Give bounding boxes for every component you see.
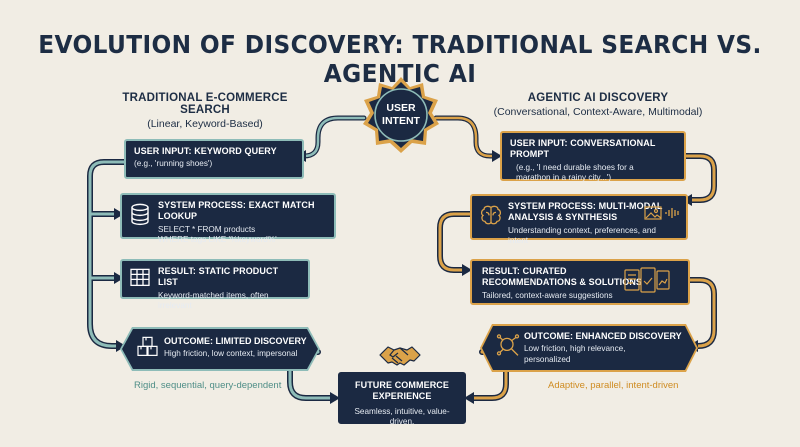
left-column-header: TRADITIONAL E-COMMERCE SEARCH (Linear, K… bbox=[105, 92, 305, 130]
user-intent-line2: INTENT bbox=[382, 114, 420, 127]
right-subheading: (Conversational, Context-Aware, Multimod… bbox=[493, 106, 703, 118]
right-input-line2: marathon in a rainy city...') bbox=[516, 172, 612, 182]
table-icon bbox=[130, 268, 150, 289]
image-icon bbox=[644, 206, 662, 223]
star-badge-icon bbox=[363, 77, 439, 153]
database-icon bbox=[130, 203, 150, 228]
handshake-icon bbox=[378, 343, 422, 374]
left-heading: TRADITIONAL E-COMMERCE SEARCH bbox=[122, 92, 288, 116]
left-outcome-desc: High friction, low context, impersonal bbox=[164, 349, 298, 359]
right-process-box: SYSTEM PROCESS: MULTI-MODAL ANALYSIS & S… bbox=[470, 194, 688, 245]
dashboard-icon bbox=[624, 267, 670, 302]
right-outcome-line1: Low friction, high relevance, bbox=[524, 344, 626, 354]
left-subheading: (Linear, Keyword-Based) bbox=[147, 118, 263, 130]
left-process-line1: SELECT * FROM products bbox=[158, 224, 256, 234]
page-title: EVOLUTION OF DISCOVERY: TRADITIONAL SEAR… bbox=[38, 30, 762, 88]
future-commerce-box: FUTURE COMMERCE EXPERIENCE Seamless, int… bbox=[338, 372, 466, 426]
future-title-line1: FUTURE COMMERCE bbox=[355, 380, 449, 390]
left-input-desc: (e.g., 'running shoes') bbox=[134, 159, 213, 169]
left-outcome-title: OUTCOME: LIMITED DISCOVERY bbox=[164, 336, 307, 346]
right-process-desc: Understanding context, preferences, and … bbox=[508, 225, 656, 245]
right-outcome-box: OUTCOME: ENHANCED DISCOVERY Low friction… bbox=[480, 324, 698, 372]
waveform-icon bbox=[665, 207, 681, 222]
right-outcome-line2: personalized bbox=[524, 354, 571, 364]
right-result-title-line2: RECOMMENDATIONS & SOLUTIONS bbox=[482, 277, 643, 288]
left-result-title: RESULT: STATIC PRODUCT LIST bbox=[158, 266, 279, 288]
right-heading: AGENTIC AI DISCOVERY bbox=[527, 92, 669, 104]
right-result-box: RESULT: CURATED RECOMMENDATIONS & SOLUTI… bbox=[470, 259, 690, 305]
user-intent-badge: USER INTENT bbox=[362, 76, 440, 154]
brain-icon bbox=[480, 205, 502, 228]
user-intent-line1: USER bbox=[386, 102, 416, 114]
right-input-box: USER INPUT: CONVERSATIONAL PROMPT (e.g.,… bbox=[500, 131, 686, 182]
future-title-line2: EXPERIENCE bbox=[372, 391, 432, 402]
right-result-title-line1: RESULT: CURATED bbox=[482, 266, 567, 276]
right-process-title-line2: ANALYSIS & SYNTHESIS bbox=[508, 212, 618, 223]
left-process-title: SYSTEM PROCESS: EXACT MATCH LOOKUP bbox=[158, 200, 315, 222]
right-column-header: AGENTIC AI DISCOVERY (Conversational, Co… bbox=[478, 92, 718, 118]
magnifier-network-icon bbox=[496, 333, 522, 362]
right-process-title-line1: SYSTEM PROCESS: MULTI-MODAL bbox=[508, 201, 663, 211]
left-input-box: USER INPUT: KEYWORD QUERY (e.g., 'runnin… bbox=[124, 139, 304, 179]
right-input-line1: (e.g., 'I need durable shoes for a bbox=[516, 162, 634, 172]
boxes-icon bbox=[136, 336, 160, 361]
right-result-desc: Tailored, context-aware suggestions bbox=[482, 290, 613, 300]
left-result-desc: Keyword-matched items, often irrelevant bbox=[158, 290, 269, 310]
right-caption: Adaptive, parallel, intent-driven bbox=[548, 380, 679, 391]
left-outcome-box: OUTCOME: LIMITED DISCOVERY High friction… bbox=[120, 327, 320, 371]
left-process-box: SYSTEM PROCESS: EXACT MATCH LOOKUP SELEC… bbox=[120, 193, 336, 244]
left-result-box: RESULT: STATIC PRODUCT LIST Keyword-matc… bbox=[120, 259, 310, 310]
left-process-line2: WHERE tags LIKE '%keyword%' bbox=[158, 234, 277, 244]
right-input-title: USER INPUT: CONVERSATIONAL PROMPT bbox=[510, 138, 656, 160]
left-input-title: USER INPUT: KEYWORD QUERY bbox=[134, 146, 277, 156]
future-desc: Seamless, intuitive, value-driven. bbox=[354, 406, 450, 426]
right-outcome-title: OUTCOME: ENHANCED DISCOVERY bbox=[524, 331, 682, 341]
left-caption: Rigid, sequential, query-dependent bbox=[134, 380, 282, 391]
